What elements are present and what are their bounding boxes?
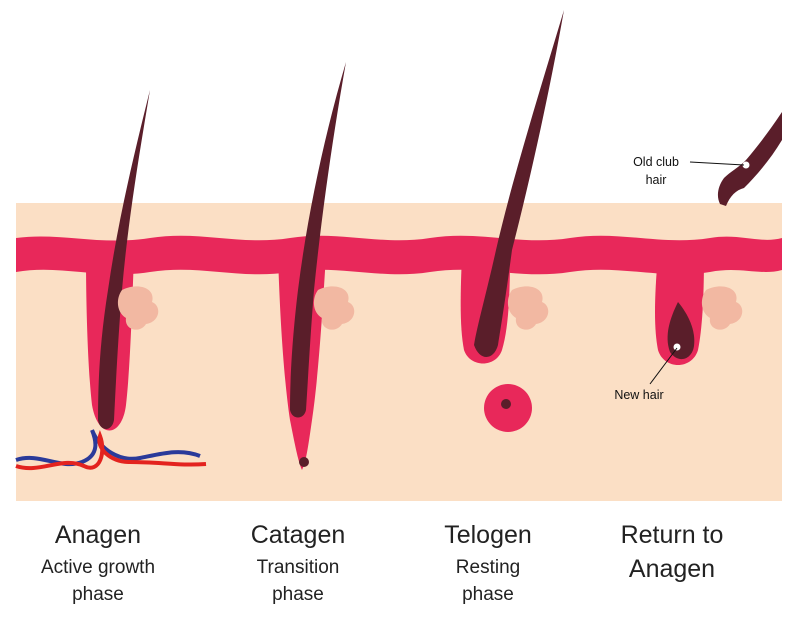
telogen-sebaceous-gland — [507, 286, 549, 330]
stage-subtitle-line: Active growth — [40, 557, 156, 578]
callout-line-old-club-hair — [689, 161, 745, 166]
catagen-sebaceous-gland — [313, 286, 355, 330]
new-hair-bulb — [667, 302, 695, 360]
caption-anagen: Anagen Active growth phase — [18, 520, 178, 608]
old-club-hair-marker — [742, 161, 750, 169]
epidermis-band — [16, 235, 782, 275]
stage-subtitle-line: Transition — [256, 557, 340, 578]
stage-subtitle-line: phase — [462, 584, 514, 605]
stage-title: Telogen — [444, 521, 532, 549]
stage-subtitle-line: Resting — [455, 557, 521, 578]
stage-subtitle: Active growth phase — [18, 554, 178, 608]
callout-old-club-hair: Old club hair — [633, 155, 745, 187]
stage-subtitle-line: phase — [272, 584, 324, 605]
return-sebaceous-gland — [701, 286, 743, 330]
return-anagen-follicle — [655, 112, 782, 365]
callout-line-new-hair — [649, 347, 678, 385]
catagen-hair-shaft — [290, 62, 346, 418]
callout-new-hair: New hair — [614, 347, 678, 402]
stage-subtitle-line: phase — [72, 584, 124, 605]
caption-return-to-anagen: Return to Anagen — [592, 520, 752, 584]
callout-new-hair-label: New hair — [614, 388, 663, 402]
anagen-artery — [15, 429, 207, 471]
stage-title-line2: Anagen — [628, 555, 716, 583]
telogen-papilla-core — [501, 399, 511, 409]
stage-title: Catagen — [250, 521, 346, 549]
telogen-follicle — [460, 10, 564, 432]
catagen-follicle — [278, 62, 355, 470]
callout-old-club-hair-line2: hair — [646, 173, 667, 187]
stage-title: Anagen — [54, 521, 142, 549]
stage-subtitle: Resting phase — [408, 554, 568, 608]
caption-catagen: Catagen Transition phase — [218, 520, 378, 608]
new-hair-marker — [673, 343, 681, 351]
caption-telogen: Telogen Resting phase — [408, 520, 568, 608]
anagen-follicle — [15, 90, 207, 471]
anagen-sebaceous-gland — [117, 286, 159, 330]
stage-subtitle: Transition phase — [218, 554, 378, 608]
anagen-hair-shaft — [98, 90, 150, 429]
stage-title: Return to — [620, 521, 724, 549]
catagen-dermal-papilla — [299, 457, 309, 467]
callout-old-club-hair-line1: Old club — [633, 155, 679, 169]
telogen-hair-shaft — [474, 10, 564, 358]
old-club-hair — [717, 112, 782, 206]
